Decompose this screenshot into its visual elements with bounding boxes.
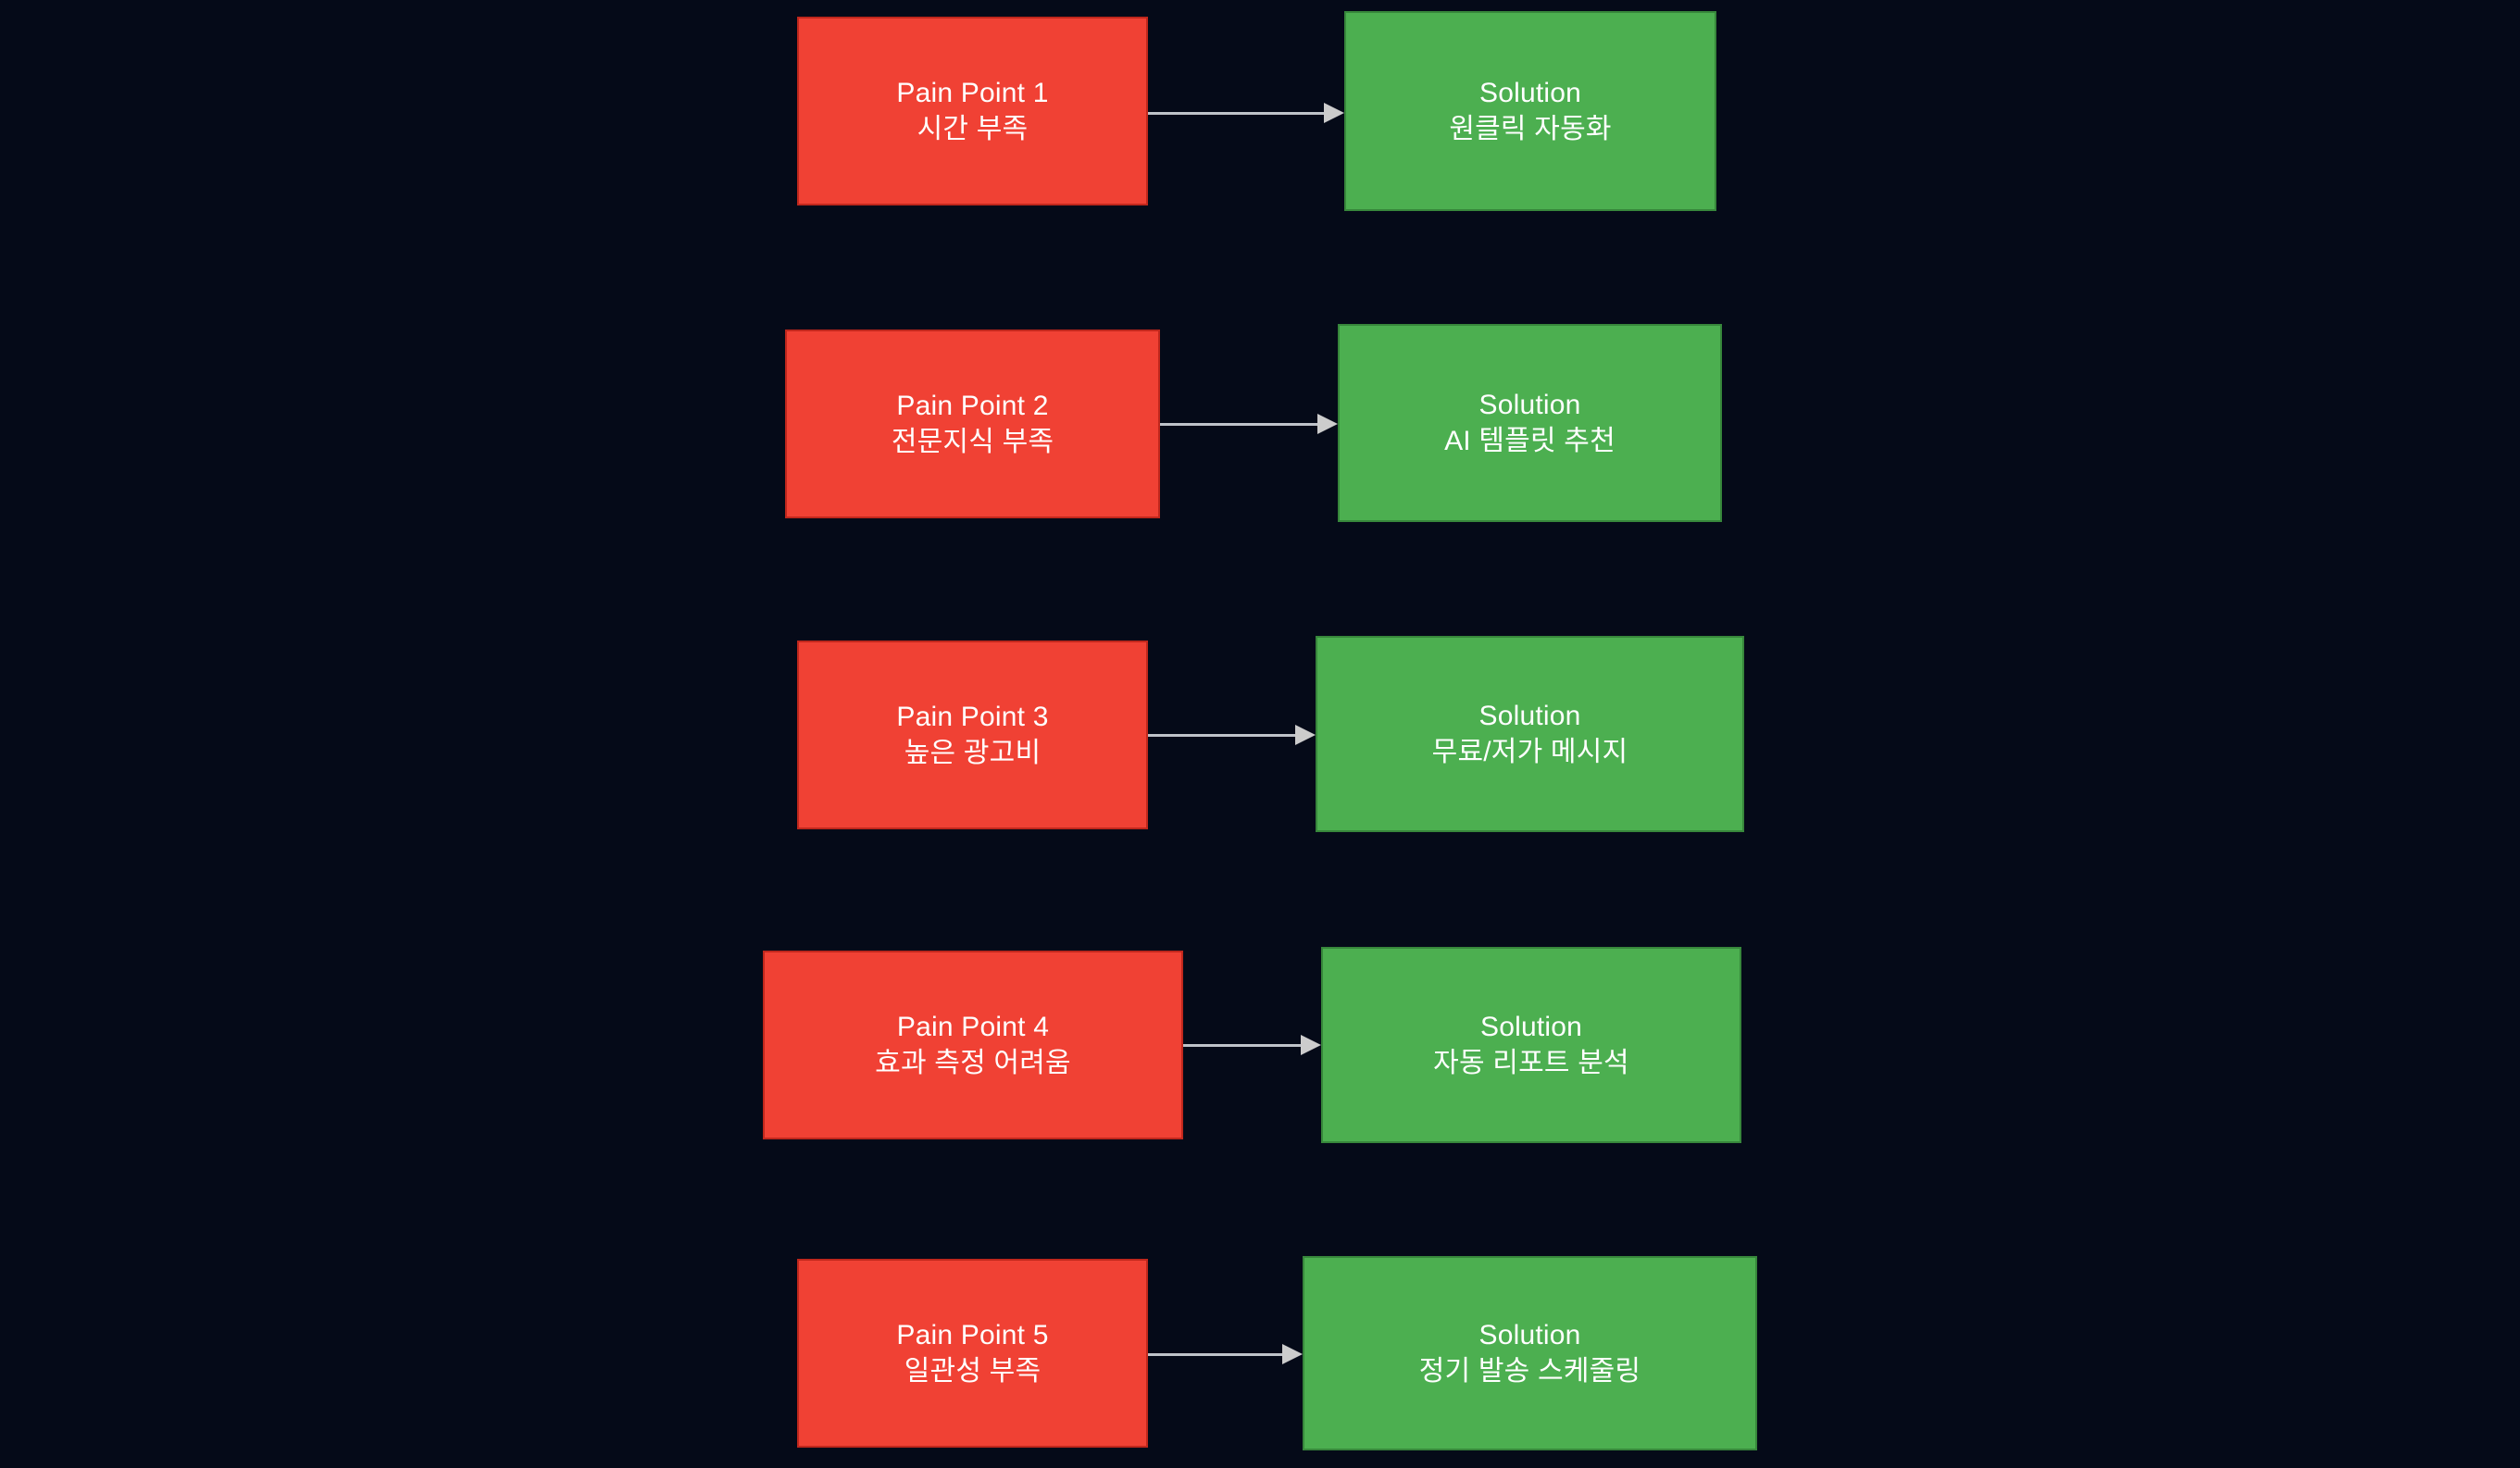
solution-title-2: Solution <box>1478 390 1581 420</box>
solution-node-4[interactable]: Solution 자동 리포트 분석 <box>1321 947 1741 1143</box>
connector-arrowhead-1 <box>1324 103 1344 123</box>
pain-point-subtitle-4: 효과 측정 어려움 <box>875 1048 1071 1078</box>
solution-title-3: Solution <box>1478 701 1581 731</box>
solution-title-1: Solution <box>1478 78 1581 108</box>
connector-line-1 <box>1148 112 1324 115</box>
connector-arrowhead-5 <box>1282 1344 1303 1364</box>
pain-point-node-2[interactable]: Pain Point 2 전문지식 부족 <box>785 330 1160 518</box>
pain-point-node-5[interactable]: Pain Point 5 일관성 부족 <box>797 1259 1148 1448</box>
solution-subtitle-1: 원클릭 자동화 <box>1449 114 1612 144</box>
connector-line-4 <box>1183 1044 1301 1047</box>
pain-point-title-3: Pain Point 3 <box>896 702 1049 732</box>
solution-subtitle-5: 정기 발송 스케줄링 <box>1418 1356 1641 1387</box>
solution-node-2[interactable]: Solution AI 템플릿 추천 <box>1338 324 1722 522</box>
connector-arrowhead-2 <box>1317 414 1338 434</box>
solution-subtitle-2: AI 템플릿 추천 <box>1444 426 1616 456</box>
pain-point-title-2: Pain Point 2 <box>896 391 1049 421</box>
pain-point-title-1: Pain Point 1 <box>896 78 1049 108</box>
pain-point-node-4[interactable]: Pain Point 4 효과 측정 어려움 <box>763 951 1183 1139</box>
solution-title-4: Solution <box>1479 1012 1582 1042</box>
pain-point-title-5: Pain Point 5 <box>896 1320 1049 1350</box>
connector-line-5 <box>1148 1353 1282 1356</box>
solution-subtitle-4: 자동 리포트 분석 <box>1433 1048 1629 1078</box>
solution-node-1[interactable]: Solution 원클릭 자동화 <box>1344 11 1716 211</box>
solution-node-5[interactable]: Solution 정기 발송 스케줄링 <box>1303 1256 1757 1450</box>
solution-title-5: Solution <box>1478 1320 1581 1350</box>
pain-point-title-4: Pain Point 4 <box>896 1012 1050 1042</box>
pain-point-subtitle-3: 높은 광고비 <box>904 738 1042 768</box>
connector-line-2 <box>1160 423 1317 426</box>
connector-arrowhead-4 <box>1301 1035 1321 1055</box>
pain-point-subtitle-2: 전문지식 부족 <box>891 427 1054 457</box>
pain-point-subtitle-1: 시간 부족 <box>917 114 1029 144</box>
solution-node-3[interactable]: Solution 무료/저가 메시지 <box>1316 636 1744 832</box>
connector-line-3 <box>1148 734 1295 737</box>
pain-point-node-3[interactable]: Pain Point 3 높은 광고비 <box>797 641 1148 829</box>
pain-point-node-1[interactable]: Pain Point 1 시간 부족 <box>797 17 1148 205</box>
pain-point-subtitle-5: 일관성 부족 <box>904 1356 1042 1387</box>
solution-subtitle-3: 무료/저가 메시지 <box>1431 737 1628 767</box>
connector-arrowhead-3 <box>1295 725 1316 745</box>
